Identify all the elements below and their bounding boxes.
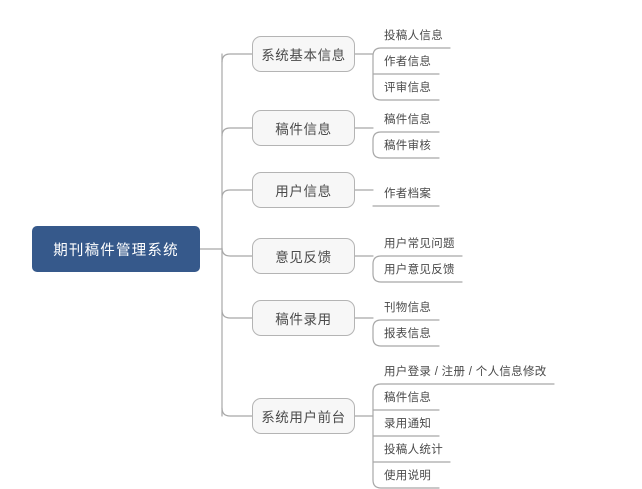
leaf-node-3-1-label: 作者档案 [384,188,432,200]
leaf-node-2-1[interactable]: 稿件信息 [383,106,439,132]
leaf-node-5-2-label: 报表信息 [384,328,432,340]
leaf-node-4-2-label: 用户意见反馈 [384,264,455,276]
leaf-node-1-3[interactable]: 评审信息 [383,74,439,100]
leaf-node-6-2-label: 稿件信息 [384,392,432,404]
branch-node-4-label: 意见反馈 [275,250,332,265]
leaf-node-6-4[interactable]: 投稿人统计 [383,436,450,462]
leaf-node-5-1-label: 刊物信息 [384,302,432,314]
branch-connector-4 [221,247,253,257]
branch-node-1[interactable]: 系统基本信息 [252,36,355,72]
branch-node-5-label: 稿件录用 [275,312,332,327]
leaf-node-6-1[interactable]: 用户登录 / 注册 / 个人信息修改 [383,358,554,384]
leaf-node-1-2[interactable]: 作者信息 [383,48,439,74]
branch-connector-5 [221,309,253,319]
root-node[interactable]: 期刊稿件管理系统 [32,226,200,272]
leaf-node-6-5-label: 使用说明 [384,470,432,482]
branch-node-6-label: 系统用户前台 [261,410,346,425]
branch-node-3-label: 用户信息 [275,184,332,199]
branch-node-4[interactable]: 意见反馈 [252,238,355,274]
leaf-node-2-2-label: 稿件审核 [384,140,432,152]
branch-node-2[interactable]: 稿件信息 [252,110,355,146]
leaf-node-5-2[interactable]: 报表信息 [383,320,439,346]
leaf-node-4-1-label: 用户常见问题 [384,238,455,250]
leaf-node-1-1-label: 投稿人信息 [384,30,443,42]
branch-connector-3 [221,189,253,199]
branch-node-1-label: 系统基本信息 [261,48,346,63]
leaf-node-4-2[interactable]: 用户意见反馈 [383,256,462,282]
branch-node-5[interactable]: 稿件录用 [252,300,355,336]
leaf-node-6-1-label: 用户登录 / 注册 / 个人信息修改 [384,366,547,378]
leaf-node-6-4-label: 投稿人统计 [384,444,443,456]
leaf-node-1-2-label: 作者信息 [384,56,432,68]
root-node-label: 期刊稿件管理系统 [53,242,179,259]
leaf-node-4-1[interactable]: 用户常见问题 [383,230,462,256]
leaf-node-6-3-label: 录用通知 [384,418,432,430]
leaf-node-2-2[interactable]: 稿件审核 [383,132,439,158]
branch-connector-6 [221,407,253,417]
branch-connector-1 [221,53,253,63]
leaf-node-3-1[interactable]: 作者档案 [383,180,439,206]
branch-node-6[interactable]: 系统用户前台 [252,398,355,434]
leaf-node-5-1[interactable]: 刊物信息 [383,294,439,320]
leaf-node-6-5[interactable]: 使用说明 [383,462,439,488]
leaf-node-1-3-label: 评审信息 [384,82,432,94]
branch-node-2-label: 稿件信息 [275,122,332,137]
branch-connector-2 [221,127,253,137]
leaf-node-1-1[interactable]: 投稿人信息 [383,22,450,48]
branch-node-3[interactable]: 用户信息 [252,172,355,208]
leaf-node-6-3[interactable]: 录用通知 [383,410,439,436]
leaf-node-2-1-label: 稿件信息 [384,114,432,126]
leaf-node-6-2[interactable]: 稿件信息 [383,384,439,410]
